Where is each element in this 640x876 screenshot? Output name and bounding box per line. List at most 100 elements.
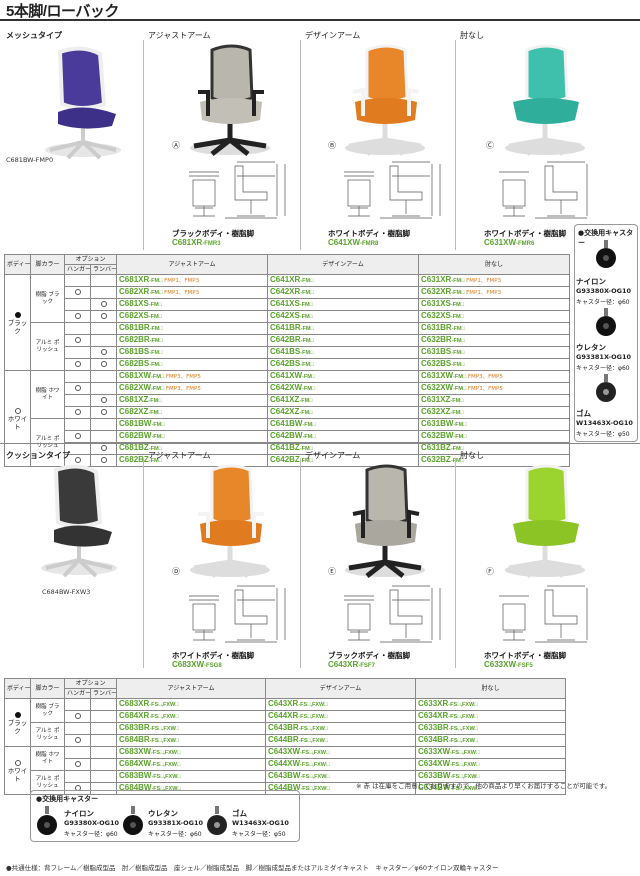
option-circle-icon xyxy=(74,713,81,719)
common-spec-footer: ●共通仕様：背フレーム／樹脂成型品 肘／樹脂成型品 座シェル／樹脂成型品 脚／樹… xyxy=(6,864,499,872)
model-code-cell: C682BZ-FM□ xyxy=(116,454,269,467)
model-code-cell: C641XZ-FM□ xyxy=(267,394,420,407)
model-code-cell: C681BW-FM□ xyxy=(116,418,269,431)
model-code-cell: C631XZ-FM□ xyxy=(418,394,571,407)
divider xyxy=(300,40,301,250)
divider xyxy=(300,458,301,668)
hanger-cell xyxy=(64,722,91,735)
lumbar-cell xyxy=(89,454,118,467)
model-code-cell: C633XR-FS□,FXW□ xyxy=(415,698,567,711)
th-body-color: ボディー カラー xyxy=(4,678,31,699)
chair-e-body: ブラックボディ・樹脂脚 xyxy=(328,651,410,660)
chair-d-body: ホワイトボディ・樹脂脚 xyxy=(172,651,254,660)
model-code-cell: C683XR-FS□,FXW□ xyxy=(116,698,267,711)
model-code-cell: C641BS-FM□ xyxy=(267,346,420,359)
chair-a-code: C681XR-FMR3 xyxy=(172,238,221,247)
hanger-cell xyxy=(64,334,91,347)
table-row: C684BR-FS□,FXW□C644BR-FS□,FXW□C634BR-FS□… xyxy=(5,734,567,747)
body-black: ブラック xyxy=(4,698,31,747)
model-code-cell: C682XS-FM□ xyxy=(116,310,269,323)
model-code-cell: C681BR-FM□ xyxy=(116,322,269,335)
chair-e-dimension-diagram xyxy=(344,585,441,643)
caster-bottom-2-sub: キャスター径：φ60 xyxy=(148,831,202,838)
hanger-cell xyxy=(64,698,91,711)
chair-f-image xyxy=(505,464,585,578)
th-leg-color: 脚カラー xyxy=(30,254,65,275)
model-code-cell: C631XR-FM□ FMP1、FMP3 xyxy=(418,274,571,287)
rubber-caster-icon xyxy=(596,374,616,402)
th-option: オプション xyxy=(63,678,118,689)
lumbar-cell xyxy=(89,758,118,771)
lumbar-cell xyxy=(89,710,118,723)
model-code-cell: C681XS-FM□ xyxy=(116,298,269,311)
lumbar-cell xyxy=(89,346,118,359)
option-circle-icon xyxy=(100,457,107,463)
hanger-cell xyxy=(64,758,91,771)
hanger-cell xyxy=(64,406,91,419)
lumbar-cell xyxy=(89,418,118,431)
model-code-cell: C684BR-FS□,FXW□ xyxy=(116,734,267,747)
chair-a-dimension-diagram xyxy=(189,161,286,219)
cushion-section-label: クッションタイプ xyxy=(6,451,70,460)
table-row: C682BS-FM□C642BS-FM□C632BS-FM□ xyxy=(5,358,571,371)
hanger-cell xyxy=(64,322,91,335)
th-adjust: アジャストアーム xyxy=(116,254,269,275)
lumbar-cell xyxy=(89,442,118,455)
hanger-cell xyxy=(64,382,91,395)
mesh-col-design: デザインアーム xyxy=(305,31,361,40)
nylon-caster-icon xyxy=(596,240,616,268)
caster-bottom-2-name: ウレタン xyxy=(148,809,178,818)
model-code-cell: C631BZ-FM□ xyxy=(418,442,571,455)
divider xyxy=(455,40,456,250)
table-row: C681XZ-FM□C641XZ-FM□C631XZ-FM□ xyxy=(5,394,571,407)
model-code-cell: C632BR-FM□ xyxy=(418,334,571,347)
urethane-caster-icon xyxy=(596,308,616,336)
cushion-col-adjust: アジャストアーム xyxy=(148,451,211,460)
model-code-cell: C681XR-FM□ FMP1、FMP3 xyxy=(116,274,269,287)
model-code-cell: C641XW-FM□ xyxy=(267,370,420,383)
caster-bottom-2-code: G93381X-OG10 xyxy=(148,819,204,827)
stock-note: ※ 赤 は在庫をご用意しておりますので、他の商品より早くお届けすることが可能です… xyxy=(356,782,612,790)
model-code-cell: C643XW-FS□,FXW□ xyxy=(265,746,417,759)
model-code-cell: C633XW-FS□,FXW□ xyxy=(415,746,567,759)
table-row: C681XS-FM□C641XS-FM□C631XS-FM□ xyxy=(5,298,571,311)
white-circle-icon xyxy=(14,759,21,766)
mesh-feature-chair-image xyxy=(45,46,121,160)
rubber-caster-icon xyxy=(207,806,227,835)
hanger-cell xyxy=(64,746,91,759)
cushion-spec-table: ボディー カラー 脚カラー オプション アジャストアーム デザインアーム 肘なし… xyxy=(4,678,567,795)
model-code-cell: C642XR-FM□ xyxy=(267,286,420,299)
table-row: C682BW-FM□C642BW-FM□C632BW-FM□ xyxy=(5,430,571,443)
model-code-cell: C681BS-FM□ xyxy=(116,346,269,359)
mesh-feature-code: C681BW-FMP0 xyxy=(6,156,54,164)
model-code-cell: C681XW-FM□ FMP3、FMP5 xyxy=(116,370,269,383)
model-code-cell: C633BR-FS□,FXW□ xyxy=(415,722,567,735)
hanger-cell xyxy=(64,286,91,299)
model-code-cell: C634BW-FS□,FXW□ xyxy=(415,782,567,795)
lumbar-cell xyxy=(89,322,118,335)
model-code-cell: C631XS-FM□ xyxy=(418,298,571,311)
model-code-cell: C682XW-FM□ FMP3、FMP5 xyxy=(116,382,269,395)
option-circle-icon xyxy=(74,385,81,391)
model-code-cell: C634XR-FS□,FXW□ xyxy=(415,710,567,723)
th-lumbar: ランバー xyxy=(89,264,118,275)
table-row: C681BZ-FM□C641BZ-FM□C631BZ-FM□ xyxy=(5,442,571,455)
lumbar-cell xyxy=(89,358,118,371)
model-code-cell: C642BW-FM□ xyxy=(267,430,420,443)
chair-b-body: ホワイトボディ・樹脂脚 xyxy=(328,229,410,238)
urethane-caster-icon xyxy=(123,806,143,835)
chair-f-dimension-diagram xyxy=(499,585,588,643)
caster-side-2-sub: キャスター径：φ60 xyxy=(576,365,630,372)
chair-e-image xyxy=(345,464,425,578)
leg-color: アルミ ポリッシュ xyxy=(30,418,65,467)
model-code-cell: C641XR-FM□ xyxy=(267,274,420,287)
model-code-cell: C631BS-FM□ xyxy=(418,346,571,359)
model-code-cell: C641XS-FM□ xyxy=(267,298,420,311)
leg-color: 樹脂 ホワイト xyxy=(30,746,65,771)
chair-d-code: C683XW-FSG8 xyxy=(172,660,222,669)
caster-bottom-3-code: W13463X-OG10 xyxy=(232,819,289,827)
